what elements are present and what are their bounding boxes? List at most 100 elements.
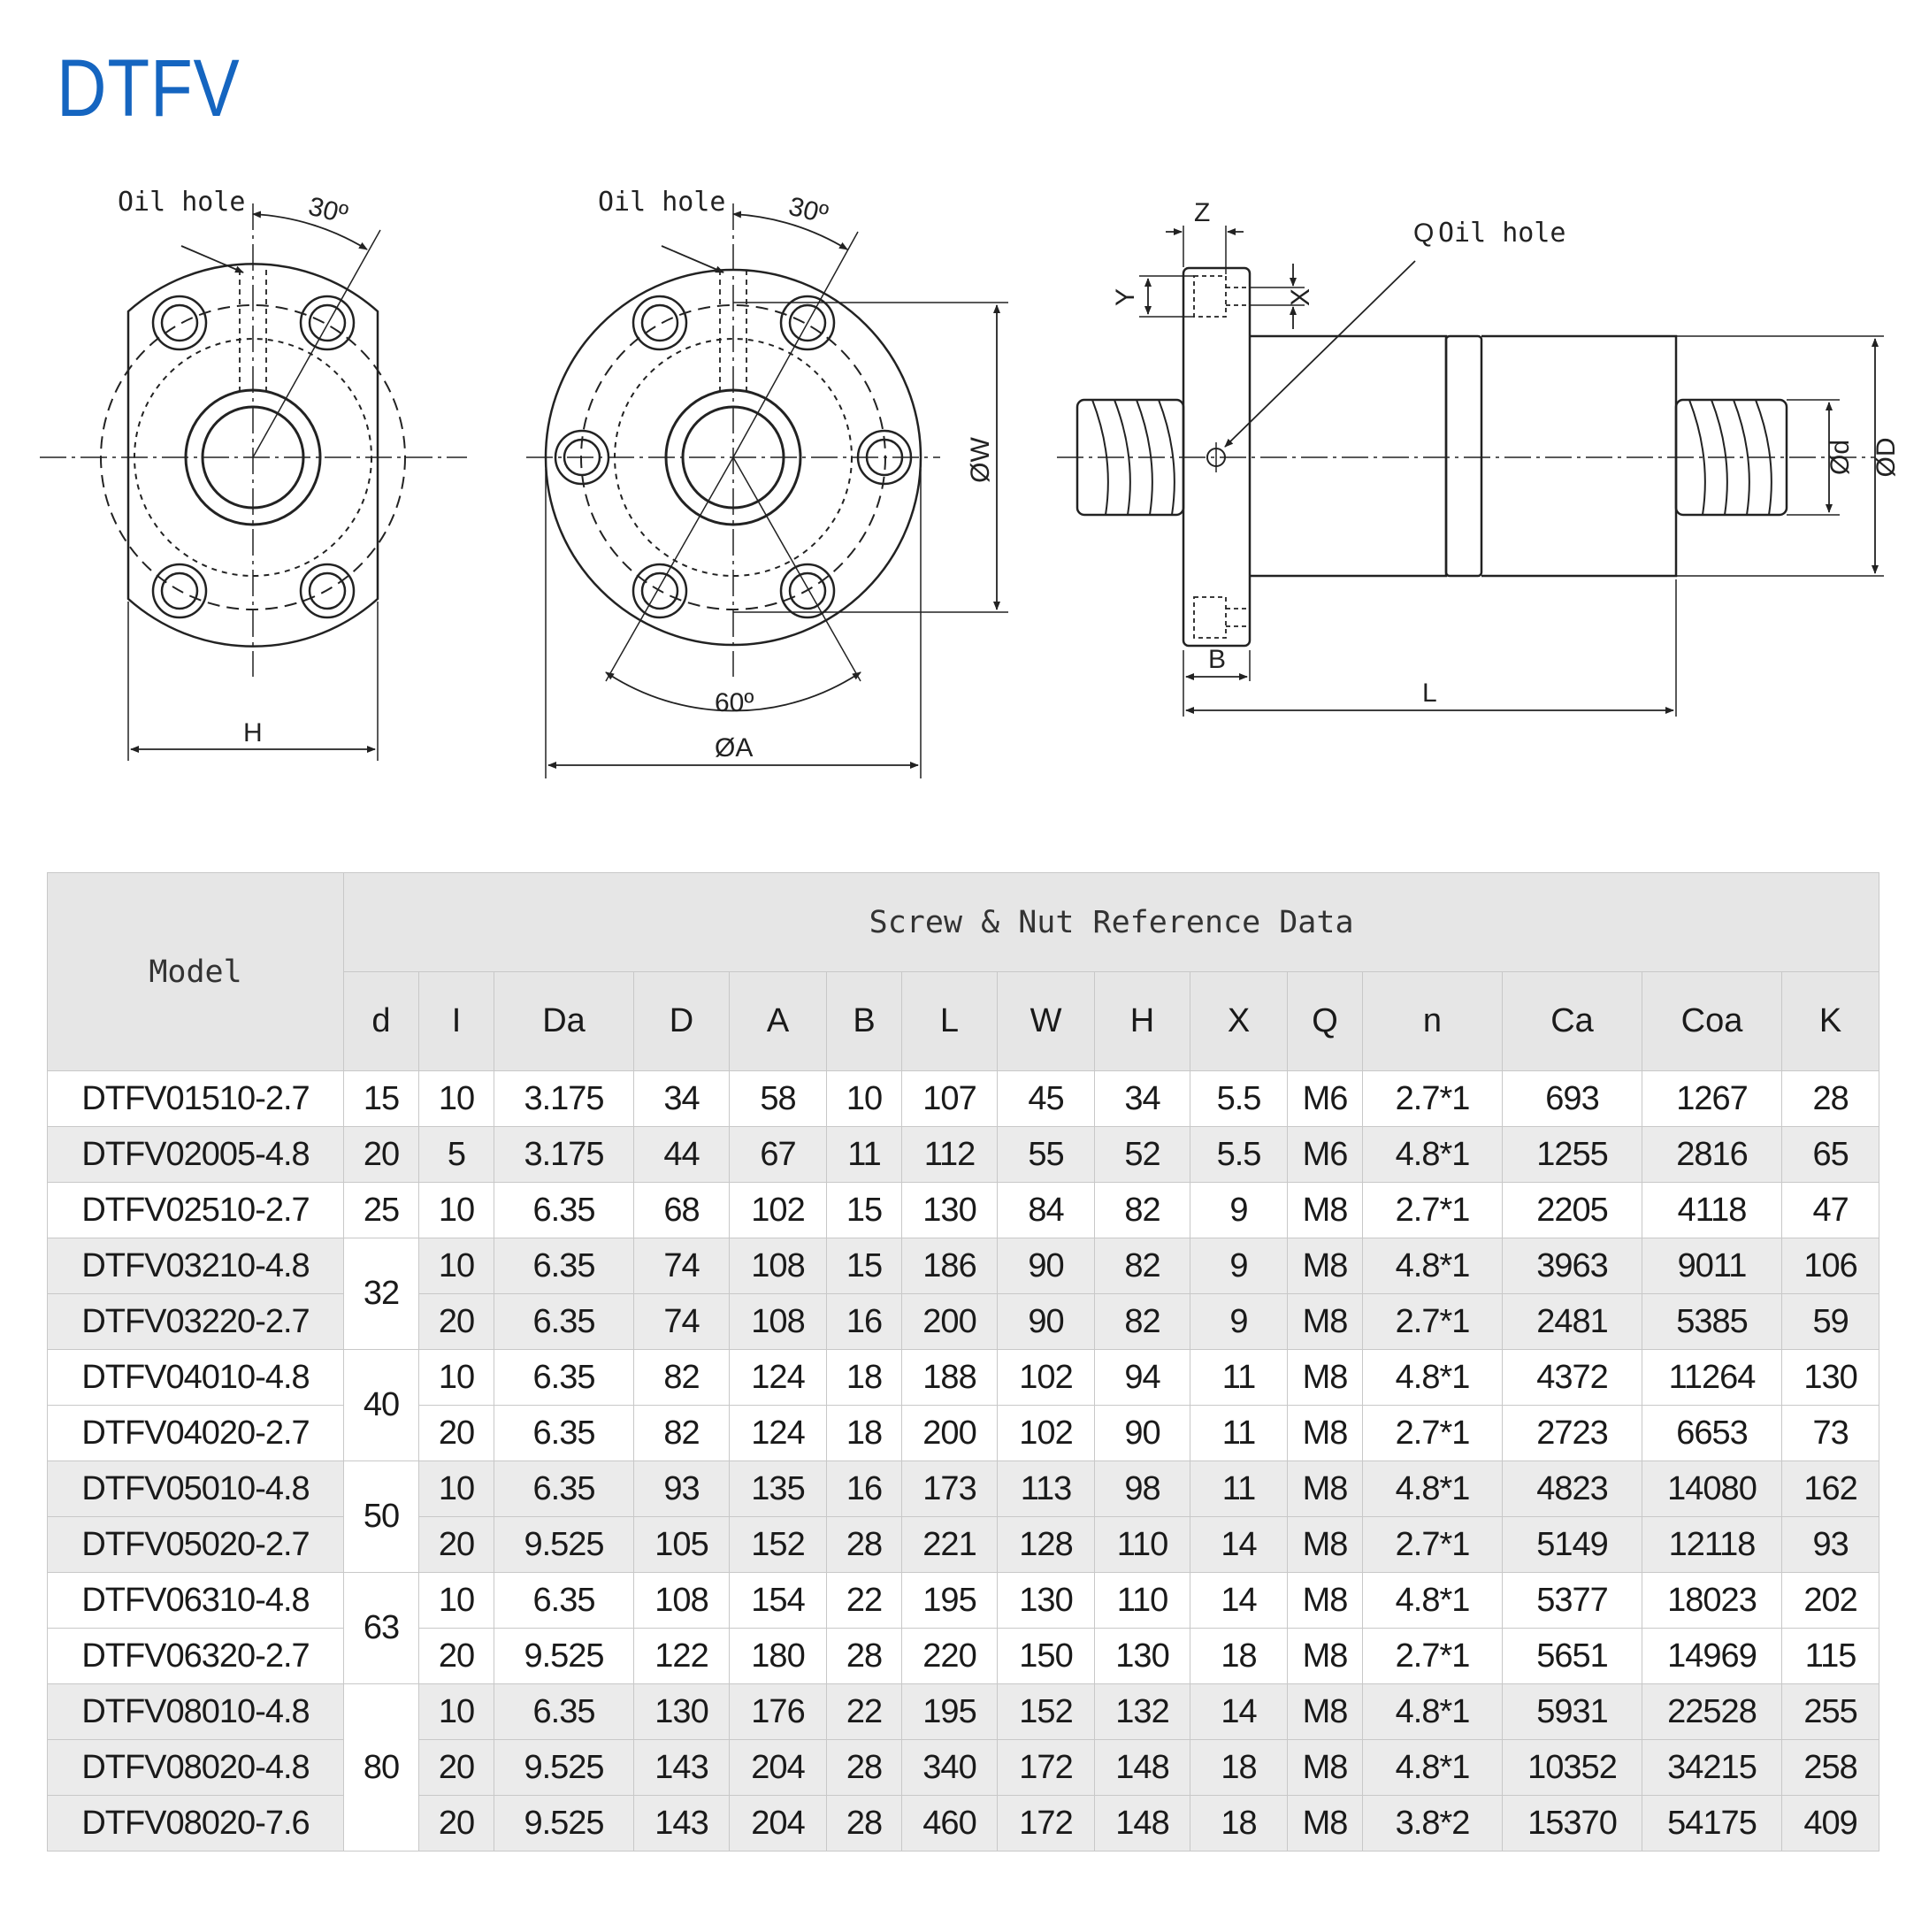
column-header-coa: Coa	[1642, 971, 1782, 1071]
cell-k: 93	[1780, 1516, 1880, 1573]
cell-da: 9.525	[494, 1739, 634, 1796]
cell-w: 172	[997, 1795, 1095, 1852]
cell-ca: 2205	[1502, 1182, 1642, 1238]
cell-coa: 12118	[1642, 1516, 1782, 1573]
cell-h: 52	[1094, 1126, 1190, 1183]
cell-da: 6.35	[494, 1293, 634, 1350]
cell-x: 14	[1190, 1516, 1288, 1573]
cell-b: 18	[826, 1405, 902, 1461]
column-header-ca: Ca	[1502, 971, 1642, 1071]
dim-Y-label: Y	[1111, 288, 1140, 306]
cell-i: 20	[418, 1405, 494, 1461]
cell-w: 113	[997, 1460, 1095, 1517]
cell-n: 2.7*1	[1362, 1293, 1503, 1350]
cell-da: 6.35	[494, 1182, 634, 1238]
cell-model: DTFV01510-2.7	[47, 1070, 344, 1127]
cell-d: 143	[633, 1795, 730, 1852]
cell-q: M8	[1287, 1516, 1363, 1573]
cell-da: 9.525	[494, 1516, 634, 1573]
cell-n: 4.8*1	[1362, 1126, 1503, 1183]
cell-q: M8	[1287, 1293, 1363, 1350]
cell-d: 20	[343, 1126, 419, 1183]
cell-l: 130	[901, 1182, 998, 1238]
cell-q: M8	[1287, 1739, 1363, 1796]
cell-n: 4.8*1	[1362, 1238, 1503, 1294]
cell-ca: 15370	[1502, 1795, 1642, 1852]
cell-d: 63	[343, 1572, 419, 1684]
cell-x: 18	[1190, 1739, 1288, 1796]
cell-n: 2.7*1	[1362, 1182, 1503, 1238]
cell-model: DTFV04020-2.7	[47, 1405, 344, 1461]
cell-a: 124	[729, 1349, 827, 1406]
dim-Z-label: Z	[1194, 198, 1210, 227]
cell-coa: 54175	[1642, 1795, 1782, 1852]
cell-i: 10	[418, 1238, 494, 1294]
oil-hole-label-1: Oil hole	[118, 187, 246, 218]
cell-i: 5	[418, 1126, 494, 1183]
cell-coa: 11264	[1642, 1349, 1782, 1406]
cell-coa: 14080	[1642, 1460, 1782, 1517]
cell-k: 65	[1780, 1126, 1880, 1183]
front-view-round-flange	[526, 203, 1008, 778]
cell-coa: 22528	[1642, 1683, 1782, 1740]
cell-d: 143	[633, 1739, 730, 1796]
cell-i: 20	[418, 1795, 494, 1852]
cell-n: 4.8*1	[1362, 1739, 1503, 1796]
cell-model: DTFV02005-4.8	[47, 1126, 344, 1183]
cell-model: DTFV06310-4.8	[47, 1572, 344, 1629]
cell-w: 102	[997, 1349, 1095, 1406]
cell-h: 90	[1094, 1405, 1190, 1461]
cell-d: 50	[343, 1460, 419, 1573]
cell-x: 9	[1190, 1182, 1288, 1238]
cell-x: 9	[1190, 1238, 1288, 1294]
cell-q: M8	[1287, 1349, 1363, 1406]
dim-D-label: ØD	[1872, 438, 1901, 478]
cell-l: 112	[901, 1126, 998, 1183]
cell-i: 10	[418, 1683, 494, 1740]
cell-n: 4.8*1	[1362, 1349, 1503, 1406]
cell-w: 90	[997, 1238, 1095, 1294]
cell-ca: 2723	[1502, 1405, 1642, 1461]
cell-d: 82	[633, 1349, 730, 1406]
cell-model: DTFV08010-4.8	[47, 1683, 344, 1740]
cell-d: 74	[633, 1293, 730, 1350]
cell-w: 130	[997, 1572, 1095, 1629]
cell-k: 258	[1780, 1739, 1880, 1796]
cell-k: 130	[1780, 1349, 1880, 1406]
cell-b: 18	[826, 1349, 902, 1406]
cell-i: 20	[418, 1516, 494, 1573]
cell-model: DTFV02510-2.7	[47, 1182, 344, 1238]
cell-a: 135	[729, 1460, 827, 1517]
cell-x: 11	[1190, 1349, 1288, 1406]
cell-l: 188	[901, 1349, 998, 1406]
cell-b: 11	[826, 1126, 902, 1183]
cell-x: 9	[1190, 1293, 1288, 1350]
column-header-da: Da	[494, 971, 634, 1071]
cell-h: 98	[1094, 1460, 1190, 1517]
cell-q: M8	[1287, 1795, 1363, 1852]
cell-a: 180	[729, 1628, 827, 1684]
cell-w: 90	[997, 1293, 1095, 1350]
cell-q: M6	[1287, 1070, 1363, 1127]
cell-a: 102	[729, 1182, 827, 1238]
cell-w: 55	[997, 1126, 1095, 1183]
cell-k: 409	[1780, 1795, 1880, 1852]
cell-a: 204	[729, 1739, 827, 1796]
column-header-k: K	[1780, 971, 1880, 1071]
cell-d: 82	[633, 1405, 730, 1461]
cell-h: 82	[1094, 1182, 1190, 1238]
cell-l: 221	[901, 1516, 998, 1573]
group-header: Screw & Nut Reference Data	[342, 872, 1880, 972]
cell-x: 18	[1190, 1795, 1288, 1852]
cell-w: 172	[997, 1739, 1095, 1796]
cell-k: 106	[1780, 1238, 1880, 1294]
column-header-n: n	[1362, 971, 1503, 1071]
